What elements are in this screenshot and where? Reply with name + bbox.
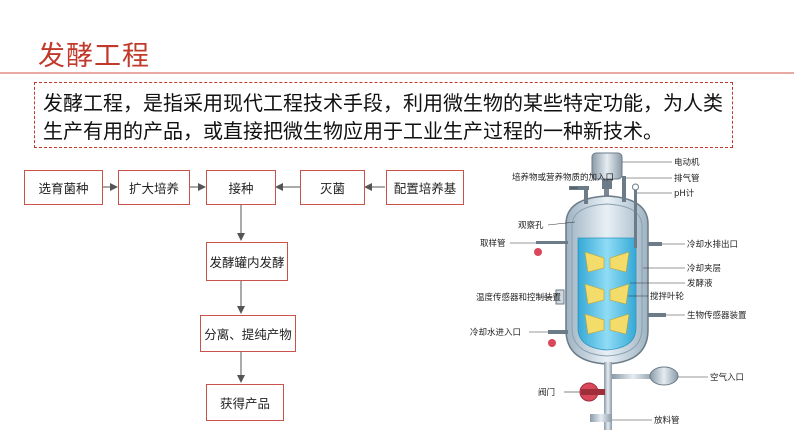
step-product: 获得产品 bbox=[206, 384, 284, 421]
label-jacket: 冷却夹层 bbox=[687, 263, 721, 274]
definition-text: 发酵工程，是指采用现代工程技术手段，利用微生物的某些特定功能，为人类生产有用的产… bbox=[43, 91, 723, 143]
cooling-jacket bbox=[571, 203, 643, 357]
ph-probe bbox=[634, 188, 637, 248]
sampling-valve bbox=[534, 248, 542, 256]
coolant-inlet-pipe bbox=[548, 330, 568, 334]
label-exhaust: 排气管 bbox=[674, 173, 700, 184]
label-discharge: 放料管 bbox=[654, 415, 680, 426]
label-temp-sensor: 温度传感器和控制装置 bbox=[476, 292, 562, 303]
discharge-pipe bbox=[604, 362, 612, 430]
label-feed-inlet-text: 培养物或营养物质的加入口 bbox=[512, 172, 614, 183]
label-air-in: 空气入口 bbox=[710, 372, 744, 383]
label-sampling: 取样管 bbox=[480, 238, 506, 249]
label-coolant-in: 冷却水进入口 bbox=[470, 327, 521, 338]
coolant-outlet-pipe bbox=[648, 242, 662, 246]
label-coolant-out: 冷却水排出口 bbox=[687, 239, 738, 250]
step-ferment: 发酵罐内发酵 bbox=[206, 242, 288, 281]
air-filter bbox=[649, 366, 679, 386]
air-inlet-pipe bbox=[612, 374, 654, 379]
step-separate-purify: 分离、提纯产物 bbox=[200, 315, 296, 352]
step-inoculate: 接种 bbox=[206, 170, 276, 205]
feed-inlet-pipe bbox=[584, 188, 588, 204]
label-feed-inlet: 培养物或营养物质的加入口 bbox=[512, 172, 614, 183]
title-divider bbox=[0, 72, 794, 74]
label-broth: 发酵液 bbox=[687, 278, 713, 289]
label-bio-sensor: 生物传感器装置 bbox=[687, 310, 747, 321]
bio-sensor-pipe bbox=[648, 313, 666, 317]
exhaust-pipe bbox=[622, 176, 626, 202]
step-select-strain: 选育菌种 bbox=[24, 170, 103, 205]
impeller-blades bbox=[584, 251, 630, 335]
label-impeller: 搅拌叶轮 bbox=[650, 291, 685, 302]
label-observation: 观察孔 bbox=[518, 220, 544, 231]
sampling-pipe bbox=[536, 241, 568, 244]
label-valve: 阀门 bbox=[538, 387, 555, 398]
step-prepare-medium: 配置培养基 bbox=[386, 170, 464, 205]
definition-box: 发酵工程，是指采用现代工程技术手段，利用微生物的某些特定功能，为人类生产有用的产… bbox=[34, 82, 733, 148]
step-sterilize: 灭菌 bbox=[300, 170, 365, 205]
step-expand-culture: 扩大培养 bbox=[118, 170, 190, 205]
label-motor: 电动机 bbox=[674, 157, 700, 168]
page-title: 发酵工程 bbox=[38, 41, 150, 72]
label-ph: pH计 bbox=[674, 188, 695, 199]
